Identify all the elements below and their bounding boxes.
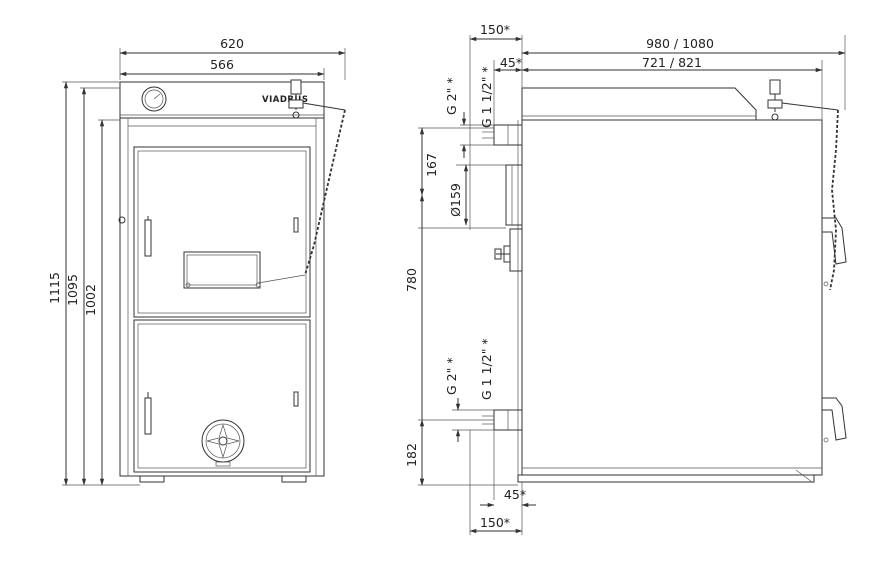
- dim-flue-axis-height: 780: [404, 268, 419, 292]
- dim-height-door: 1002: [83, 284, 98, 316]
- dim-body-width: 566: [210, 57, 234, 72]
- dim-flue-height: 167: [424, 153, 439, 177]
- thread-g112-top: G 1 1/2" *: [479, 66, 494, 128]
- side-boiler-body: [521, 119, 823, 476]
- side-base: [517, 474, 815, 483]
- dim-height-total: 1115: [47, 272, 62, 304]
- front-boiler-body: [119, 117, 325, 477]
- rear-handle-lower: [822, 397, 847, 441]
- dim-return-height: 182: [404, 443, 419, 467]
- regulator-chain: [304, 109, 346, 276]
- rear-handle-upper: [822, 217, 847, 265]
- thread-g2-top: G 2" *: [444, 77, 459, 115]
- side-view: 150* 980 / 1080 45* 721 / 821 G 2" * G 1…: [404, 22, 847, 535]
- dim-offset-top-small: 45*: [500, 55, 522, 70]
- thread-g112-bottom: G 1 1/2" *: [479, 338, 494, 400]
- brand-label: VIADRUS: [262, 95, 308, 105]
- dim-offset-top: 150*: [480, 22, 510, 37]
- dim-offset-bottom-small: 45*: [504, 487, 526, 502]
- inspection-window: [183, 251, 261, 289]
- lower-door-handle: [144, 397, 152, 435]
- side-regulator-chain: [829, 109, 839, 291]
- draught-regulator: [288, 79, 346, 119]
- thermometer-icon: [141, 86, 167, 112]
- thread-g2-bottom: G 2" *: [444, 357, 459, 395]
- flue-outlet: [505, 164, 523, 226]
- upper-door: [133, 146, 311, 318]
- air-flap-icon: [201, 419, 245, 467]
- dim-depth-total: 980 / 1080: [646, 36, 714, 51]
- dim-offset-bottom: 150*: [480, 515, 510, 530]
- side-top-cover: [521, 87, 757, 121]
- dim-depth-body: 721 / 821: [642, 55, 702, 70]
- lower-door: [133, 319, 311, 473]
- dim-flue-diameter: Ø159: [448, 183, 463, 217]
- front-view: VIADRUS: [47, 36, 346, 486]
- dim-total-width: 620: [220, 36, 244, 51]
- upper-door-handle: [144, 219, 152, 257]
- dim-height-body: 1095: [65, 274, 80, 306]
- side-regulator: [767, 79, 839, 121]
